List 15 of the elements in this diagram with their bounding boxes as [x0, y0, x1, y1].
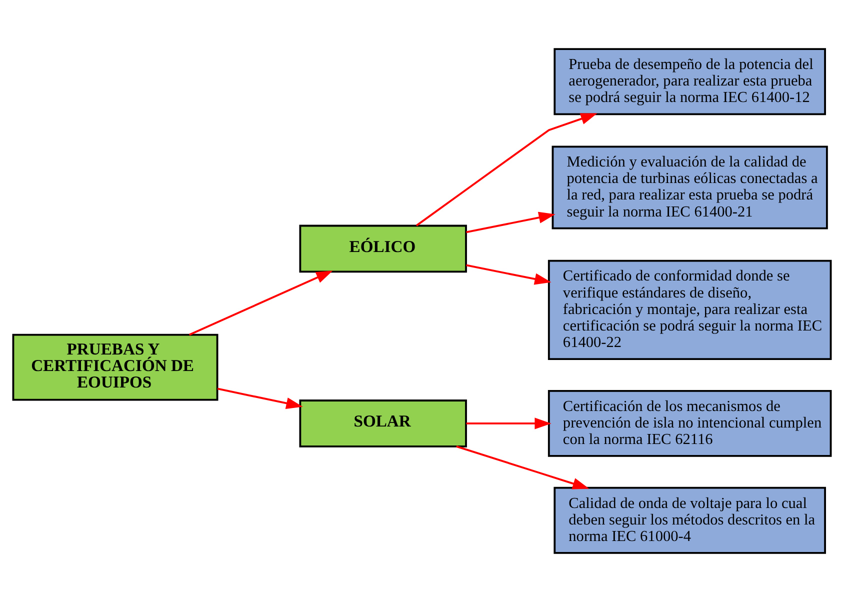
node-box: SOLAR	[299, 399, 467, 447]
arrow	[416, 112, 598, 226]
arrow	[456, 445, 590, 489]
node-box: Certificación de los mecanismos de prevención de isla no intencional cumplen con la norma IEC 62116	[548, 389, 832, 456]
node-box: EÓLICO	[299, 224, 467, 272]
node-box: Medición y evaluación de la calidad de potencia de turbinas eólicas conectadas a la red, para realizar esta prueba se podrá seguir la norma IEC 61400-21	[552, 145, 828, 229]
node-box: PRUEBAS Y CERTIFICACIÓN DE EOUIPOS	[12, 333, 218, 400]
arrow	[217, 387, 303, 408]
node-box: Prueba de desempeño de la potencia del aerogenerador, para realizar esta prueba se podrá seguir la norma IEC 61400-12	[554, 48, 826, 115]
node-box: Certificado de conformidad donde se verifique estándares de diseño, fabricación y montaje, para realizar esta certificación se podrá seguir la norma IEC 61400-22	[548, 259, 832, 360]
arrow	[466, 264, 552, 284]
node-box: Calidad de onda de voltaje para lo cual deben seguir los métodos descritos en la norma IEC 61000-4	[554, 486, 826, 554]
arrow	[466, 417, 552, 429]
arrow	[188, 270, 333, 336]
arrow	[466, 211, 556, 233]
